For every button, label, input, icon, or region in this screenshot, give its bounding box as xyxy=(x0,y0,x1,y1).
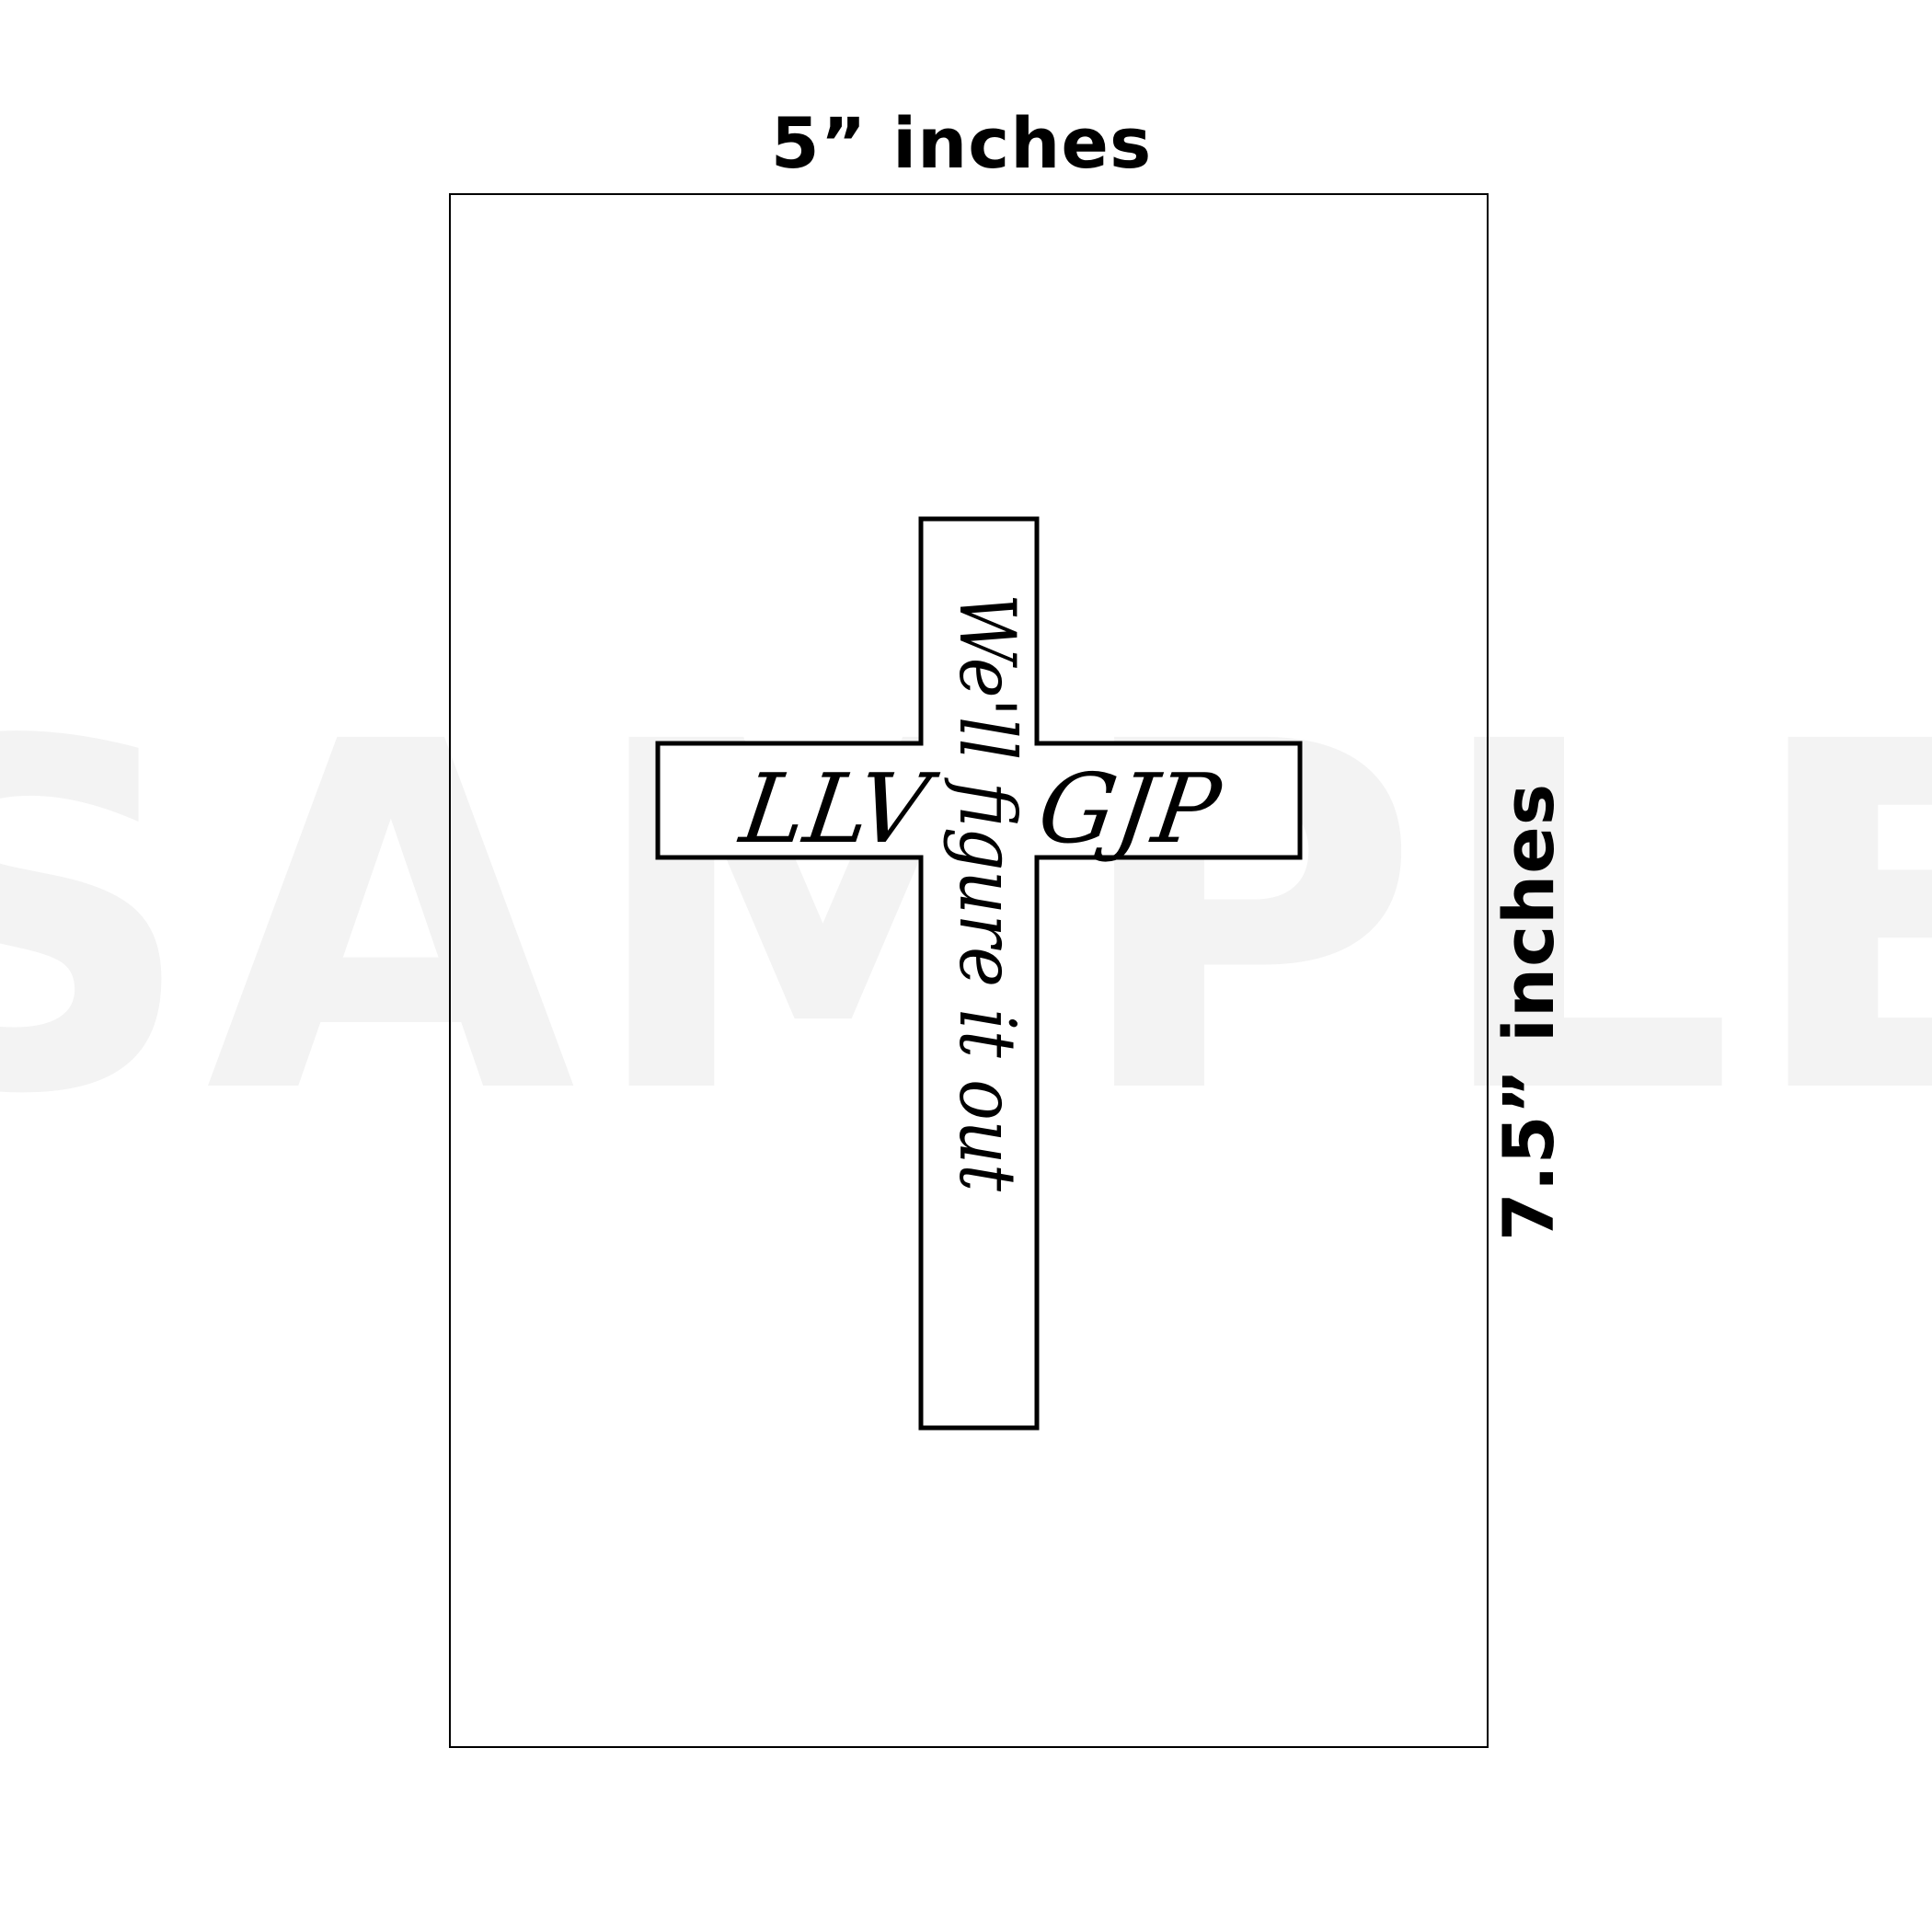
cross-text-left: LLV xyxy=(732,753,943,864)
cross-text-right: GJP xyxy=(1032,753,1228,864)
width-dimension-label: 5” inches xyxy=(0,109,1932,178)
cross-text-vertical: We'll figure it out xyxy=(942,593,1032,1191)
cross-outline xyxy=(655,516,1303,1431)
print-sheet xyxy=(449,193,1489,1748)
width-dimension-text: 5” inches xyxy=(770,102,1153,184)
